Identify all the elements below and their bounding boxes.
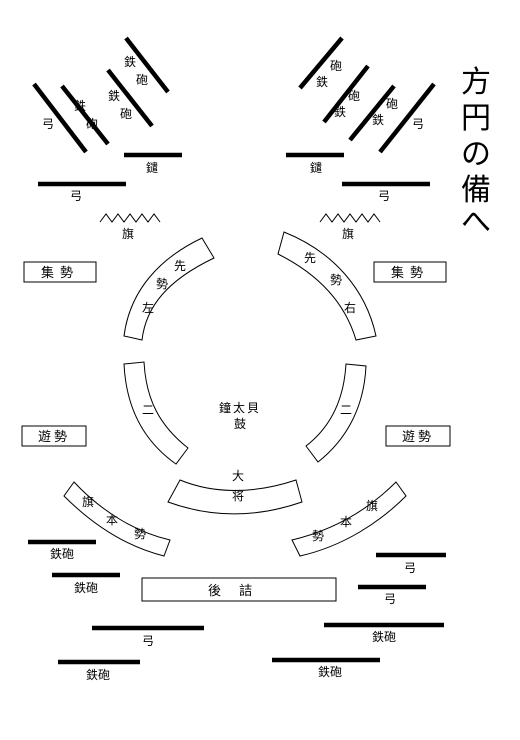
vanguard-right: 先 勢 右 <box>277 231 377 341</box>
label-taisho: 将 <box>232 489 244 503</box>
label-yumi: 弓 <box>404 561 416 575</box>
hatamoto-left: 旗 本 勢 <box>63 481 171 557</box>
label-yumi: 弓 <box>70 189 82 203</box>
arc-segment <box>167 479 303 515</box>
label-gozume: 後詰 <box>208 583 270 599</box>
label-ho: 砲 <box>348 89 360 103</box>
label-yari: 鑓 <box>310 160 322 175</box>
label-yumi: 弓 <box>412 117 424 131</box>
yuzei-box-left: 遊勢 <box>21 425 87 447</box>
label-yumi: 弓 <box>384 592 396 606</box>
arc-segment <box>123 237 215 341</box>
label-drums: 鐘太貝 <box>219 400 261 415</box>
rear-units: 鉄砲 鉄砲 弓 弓 弓 鉄砲 鉄砲 鉄砲 <box>28 539 446 682</box>
label-hatamoto: 旗 <box>82 494 94 509</box>
label-tetsu: 鉄 <box>316 74 328 89</box>
flag-zigzag <box>319 213 381 223</box>
label-taisho: 大 <box>232 469 244 483</box>
label-hata: 旗 <box>122 226 134 241</box>
arc-segment <box>63 481 171 557</box>
unit-box <box>385 425 451 447</box>
label-teppo: 鉄砲 <box>50 546 74 561</box>
title-char: 備 <box>461 173 491 208</box>
label-yuzei: 遊勢 <box>402 430 434 445</box>
label-sen: 先 <box>304 251 316 265</box>
label-tetsu: 鉄 <box>124 54 136 69</box>
diagonal-bar <box>378 82 436 154</box>
label-hatamoto: 勢 <box>134 526 146 541</box>
diagonal-bar <box>32 82 88 154</box>
label-teppo: 鉄砲 <box>74 580 98 595</box>
second-right: 二 <box>305 363 367 463</box>
label-tetsu: 鉄 <box>334 104 346 119</box>
yuzei-box-right: 遊勢 <box>385 425 451 447</box>
label-sen: 先 <box>174 259 186 273</box>
unit-box <box>23 261 97 283</box>
unit-box <box>21 425 87 447</box>
label-ni: 二 <box>142 403 154 417</box>
label-hatamoto: 本 <box>340 515 352 529</box>
top-right-units: 砲 鉄 砲 鉄 砲 鉄 弓 鑓 弓 <box>286 36 436 203</box>
shuzei-box-right: 集勢 <box>373 261 447 283</box>
label-tetsu: 鉄 <box>108 88 120 103</box>
label-yumi: 弓 <box>142 634 154 648</box>
title-char: へ <box>461 205 491 240</box>
label-tetsu: 鉄 <box>74 98 86 113</box>
label-ho: 砲 <box>386 97 398 111</box>
arc-segment <box>277 231 377 341</box>
arc-segment <box>305 363 367 463</box>
diagonal-bar <box>60 84 110 146</box>
label-teppo: 鉄砲 <box>372 629 396 644</box>
label-ho: 砲 <box>86 117 98 131</box>
diagonal-bar <box>106 68 154 128</box>
unit-box <box>141 577 337 602</box>
label-shuzei: 集勢 <box>41 265 79 281</box>
label-hatamoto: 勢 <box>312 528 324 543</box>
title-char: の <box>461 137 491 172</box>
diagonal-bar <box>348 84 396 142</box>
label-teppo: 鉄砲 <box>86 667 110 682</box>
title-char: 円 <box>461 101 491 136</box>
title: 方 円 の 備 へ <box>461 65 491 240</box>
label-ni: 二 <box>340 403 352 417</box>
vanguard-left: 先 勢 左 <box>123 237 215 341</box>
label-tetsu: 鉄 <box>372 112 384 127</box>
label-sei: 勢 <box>330 272 342 287</box>
label-hata: 旗 <box>342 226 354 241</box>
label-yari: 鑓 <box>146 160 158 175</box>
flag-zigzag <box>99 213 161 223</box>
label-hidari: 左 <box>142 300 154 315</box>
general-unit: 大 将 <box>167 469 303 515</box>
label-yuzei: 遊勢 <box>38 430 70 445</box>
diagonal-bar <box>322 64 370 124</box>
label-sei: 勢 <box>156 276 168 291</box>
shuzei-box-left: 集勢 <box>23 261 97 283</box>
label-yumi: 弓 <box>42 117 54 131</box>
label-teppo: 鉄砲 <box>318 664 342 679</box>
label-ho: 砲 <box>136 73 148 87</box>
arc-segment <box>123 361 189 465</box>
label-hatamoto: 本 <box>106 513 118 527</box>
label-ho: 砲 <box>120 107 132 121</box>
label-migi: 右 <box>344 300 356 315</box>
flag-left: 旗 <box>99 213 161 241</box>
label-shuzei: 集勢 <box>391 265 429 281</box>
diagonal-bar <box>298 36 344 90</box>
label-yumi: 弓 <box>378 189 390 203</box>
label-ho: 砲 <box>330 59 342 73</box>
top-left-units: 鉄 砲 鉄 砲 鉄 砲 弓 鑓 弓 <box>32 36 182 203</box>
flag-right: 旗 <box>319 213 381 241</box>
hatamoto-right: 旗 本 勢 <box>291 481 407 557</box>
arc-segment <box>291 481 407 557</box>
diagonal-bar <box>124 36 170 94</box>
unit-box <box>373 261 447 283</box>
title-char: 方 <box>461 65 491 100</box>
center-signals: 鐘太貝 鼓 <box>219 400 261 431</box>
second-left: 二 <box>123 361 189 465</box>
label-drums: 鼓 <box>234 417 246 431</box>
label-hatamoto: 旗 <box>366 498 378 513</box>
gozume-box: 後詰 <box>141 577 337 602</box>
